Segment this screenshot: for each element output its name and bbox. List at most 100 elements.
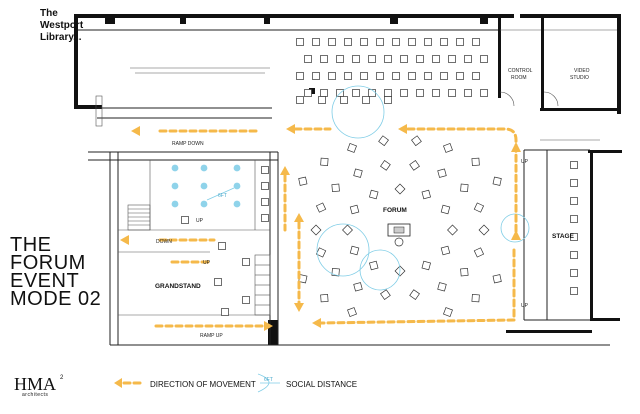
chair: [492, 274, 502, 284]
legend-distance-label: SOCIAL DISTANCE: [286, 380, 358, 389]
chair: [296, 96, 304, 104]
up-marker-stage-top: UP: [521, 159, 529, 165]
chair: [408, 38, 416, 46]
library-brand: The Westport Library...: [26, 8, 96, 44]
chair: [472, 38, 480, 46]
ramp-up-label: RAMP UP: [200, 333, 223, 339]
chair: [315, 247, 327, 258]
chair: [437, 282, 447, 292]
chair: [378, 135, 389, 147]
movement-arrowheads: [120, 124, 521, 331]
legend-movement-swatch: [114, 378, 146, 388]
title-line-3: EVENT: [10, 270, 80, 292]
chair: [312, 72, 320, 80]
chair: [416, 89, 424, 97]
chair: [408, 72, 416, 80]
chair: [432, 89, 440, 97]
ramp-down-label: RAMP DOWN: [172, 141, 204, 147]
control-room-label-2: ROOM: [511, 75, 527, 81]
chair: [440, 72, 448, 80]
chair: [480, 89, 488, 97]
chair: [320, 55, 328, 63]
chair: [437, 168, 447, 178]
chair: [320, 157, 329, 166]
chair: [368, 55, 376, 63]
chair: [448, 89, 456, 97]
chair: [362, 96, 370, 104]
chair: [328, 72, 336, 80]
chair: [384, 96, 392, 104]
chair: [261, 182, 269, 190]
six-ft-marker: 6FT: [218, 193, 227, 199]
chair: [320, 294, 329, 303]
chair: [296, 72, 304, 80]
chair: [214, 278, 222, 286]
logo-mark: HMA: [14, 374, 56, 394]
chair: [344, 72, 352, 80]
legend-distance-swatch: 6FT: [257, 373, 280, 393]
legend-movement-label: DIRECTION OF MOVEMENT: [150, 380, 256, 389]
chair: [570, 287, 578, 295]
chair: [347, 142, 357, 153]
chair: [456, 38, 464, 46]
chair: [320, 89, 328, 97]
stage-label: STAGE: [552, 233, 575, 240]
chair: [261, 166, 269, 174]
chair: [369, 189, 379, 200]
chair: [347, 307, 357, 318]
chair: [409, 289, 420, 300]
chair: [424, 72, 432, 80]
chair: [181, 216, 189, 224]
chair: [478, 224, 490, 236]
forum-lectern: [387, 223, 411, 247]
chair: [473, 202, 485, 213]
chair: [318, 96, 326, 104]
chair: [570, 179, 578, 187]
chair: [440, 204, 451, 215]
event-title: THE FORUM EVENT MODE 02: [10, 234, 101, 309]
chair: [304, 89, 312, 97]
chair: [242, 296, 250, 304]
up-marker-grandstand-top: UP: [196, 218, 204, 224]
chair: [570, 233, 578, 241]
chair: [421, 189, 431, 200]
chair: [471, 294, 480, 303]
chair: [344, 38, 352, 46]
chair: [221, 308, 229, 316]
chair: [460, 267, 469, 277]
brand-line-3: Library...: [40, 32, 82, 43]
chair: [349, 204, 360, 215]
chair: [261, 198, 269, 206]
chair: [342, 224, 353, 236]
title-line-1: THE: [10, 234, 52, 256]
chair: [400, 55, 408, 63]
chair: [456, 72, 464, 80]
chair: [392, 38, 400, 46]
chair: [480, 55, 488, 63]
brand-line-2: Westport: [40, 20, 84, 31]
chair: [394, 183, 406, 195]
logo-subtitle: architects: [22, 392, 49, 398]
chair: [352, 89, 360, 97]
chair: [376, 72, 384, 80]
up-marker-stage-bottom: UP: [521, 303, 529, 309]
chair: [472, 72, 480, 80]
chair: [447, 224, 458, 236]
chair: [440, 38, 448, 46]
legend-distance-tag: 6FT: [264, 377, 273, 383]
chair: [460, 183, 469, 193]
down-marker: DOWN: [156, 239, 172, 245]
chair: [315, 202, 327, 213]
chair: [218, 242, 226, 250]
chair: [304, 55, 312, 63]
title-line-2: FORUM: [10, 252, 86, 274]
grandstand-distance-dots: [171, 164, 241, 208]
chair: [384, 89, 392, 97]
chair: [360, 38, 368, 46]
control-room-label-1: CONTROL: [508, 68, 533, 74]
chair: [298, 176, 308, 186]
chair: [570, 269, 578, 277]
chair: [432, 55, 440, 63]
chair: [424, 38, 432, 46]
